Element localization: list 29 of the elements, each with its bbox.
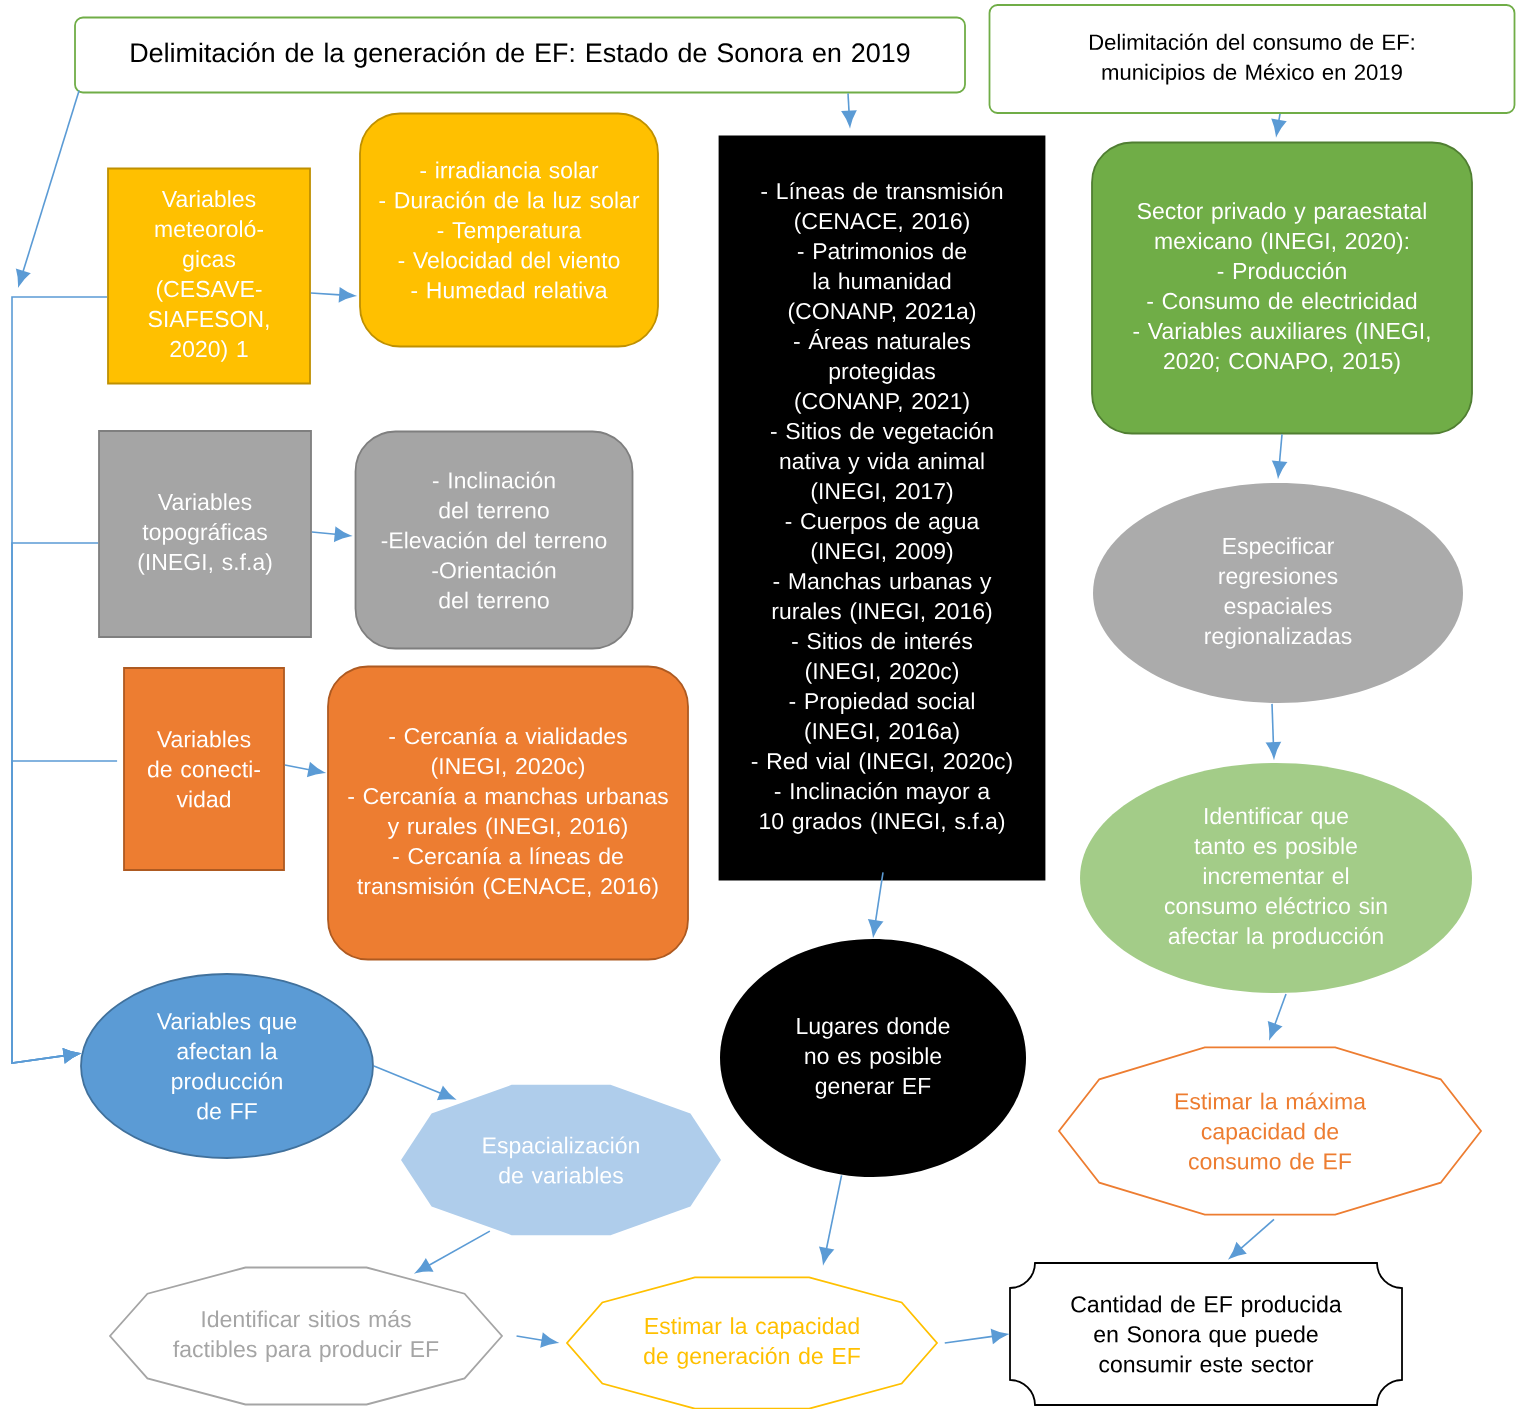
- list-box: - Líneas de transmisión (CENACE, 2016) - Patrimonios de la humanidad (CONANP, 2021a) - Áreas naturales protegidas (CONANP, 2021) - Sitios de vegetación nativa y vida animal (INEGI, 2017) - Cuerpos de agua (INEGI, 2009) - Manchas urbanas y rurales (INEGI, 2016) - Sitios de interés (INEGI, 2020c) - Propiedad social (INEGI, 2016a) - Red vial (INEGI, 2020c) - Inclinación mayor a 10 grados (INEGI, s.f.a): [718, 135, 1046, 881]
- arrow: [841, 92, 857, 127]
- list-box: Sector privado y paraestatal mexicano (INEGI, 2020): - Producción - Consumo de electricidad - Variables auxiliares (INEGI, 2020; CONAPO, 2015): [1091, 141, 1473, 435]
- category-box: Variables topográficas (INEGI, s.f.a): [98, 430, 312, 638]
- arrow: [515, 1333, 558, 1348]
- arrow: [1266, 703, 1281, 759]
- arrow: [943, 1329, 1008, 1344]
- list-box: - Inclinación del terreno -Elevación del terreno -Orientación del terreno: [354, 430, 634, 650]
- arrow: [311, 527, 351, 542]
- title-box: Delimitación del consumo de EF: municipios de México en 2019: [988, 4, 1516, 114]
- category-box: Variables meteoroló- gicas (CESAVE- SIAFESON, 2020) 1: [107, 167, 311, 385]
- arrow: [819, 1174, 843, 1264]
- category-box: Variables de conecti- vidad: [123, 667, 285, 871]
- process-decagon: Espacialización de variables: [401, 1084, 721, 1236]
- arrow: [1271, 113, 1287, 136]
- title-box: Delimitación de la generación de EF: Estado de Sonora en 2019: [74, 16, 966, 94]
- list-box: - irradiancia solar - Duración de la luz solar - Temperatura - Velocidad del viento - Humedad relativa: [359, 112, 659, 348]
- arrow: [868, 871, 884, 937]
- arrow: [1268, 993, 1287, 1039]
- arrow: [1272, 433, 1287, 478]
- result-box: Cantidad de EF producida en Sonora que puede consumir este sector: [1009, 1262, 1403, 1406]
- arrow: [1229, 1218, 1275, 1259]
- arrow: [16, 89, 80, 287]
- list-box: - Cercanía a vialidades (INEGI, 2020c) - Cercanía a manchas urbanas y rurales (INEGI, 2016) - Cercanía a líneas de transmisión (CENACE, 2016): [327, 665, 689, 961]
- arrow: [284, 762, 325, 777]
- arrow: [373, 1065, 455, 1101]
- arrow: [310, 287, 356, 303]
- arrow: [415, 1230, 491, 1274]
- arrow: [11, 760, 118, 1064]
